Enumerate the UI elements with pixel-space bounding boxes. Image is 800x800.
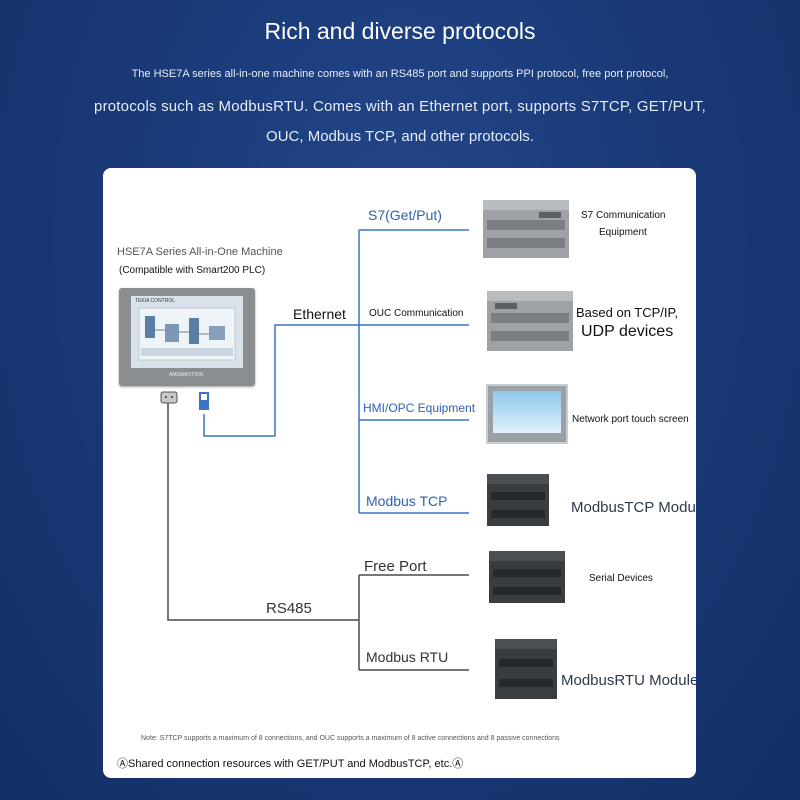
serial-device-image [489,551,565,603]
machine-compat: (Compatible with Smart200 PLC) [119,265,266,276]
protocol-free-port: Free Port [364,558,427,575]
modbus-rtu-module-image [495,639,557,699]
rs485-label: RS485 [266,600,312,617]
ethernet-label: Ethernet [293,306,346,322]
rs485-link [167,400,359,621]
touch-screen-display [493,391,561,433]
device-mrtu-module: ModbusRTU Module [561,672,696,689]
screen-brand: TEKIA CONTROL [135,298,176,304]
note-line-1: Note: S7TCP supports a maximum of 8 conn… [141,735,560,742]
ethernet-link [203,324,359,437]
protocol-modbus-rtu: Modbus RTU [366,649,449,665]
ethernet-port-icon [199,392,209,410]
device-mtcp-module: ModbusTCP Module [571,499,696,516]
modbus-tcp-module-image [487,474,549,526]
intro-line-3: OUC, Modbus TCP, and other protocols. [266,128,534,145]
device-s7-line1: S7 Communication [581,210,666,221]
rs485-port-icon [160,391,178,404]
device-serial: Serial Devices [589,573,653,584]
tcpip-plc-image [487,291,573,351]
machine-screen: TEKIA CONTROL [131,296,243,368]
touch-screen-image [486,384,568,444]
screen-process-graphic [138,307,236,361]
connection-lines [167,229,469,671]
diagram-panel: HSE7A Series All-in-One Machine (Compati… [103,168,696,778]
protocol-modbus-tcp: Modbus TCP [366,493,448,509]
protocol-hmi: HMI/OPC Equipment [363,401,476,415]
s7-plc-image [483,200,569,258]
device-tcpip-line1: Based on TCP/IP, [576,305,679,320]
protocol-s7: S7(Get/Put) [368,207,442,223]
hmi-plc-machine: TEKIA CONTROL AMSAMOTION [119,288,255,386]
note-line-2: ⒶShared connection resources with GET/PU… [117,758,464,770]
machine-name: HSE7A Series All-in-One Machine [117,246,283,258]
device-touch: Network port touch screen [572,414,689,425]
device-tcpip-line2: UDP devices [581,323,674,340]
machine-bottom-brand: AMSAMOTION [169,372,204,378]
intro-line-2: protocols such as ModbusRTU. Comes with … [94,98,706,115]
protocol-ouc: OUC Communication [369,308,464,319]
intro-line-1: The HSE7A series all-in-one machine come… [131,68,669,80]
device-s7-line2: Equipment [599,227,647,238]
page-title: Rich and diverse protocols [264,18,536,44]
